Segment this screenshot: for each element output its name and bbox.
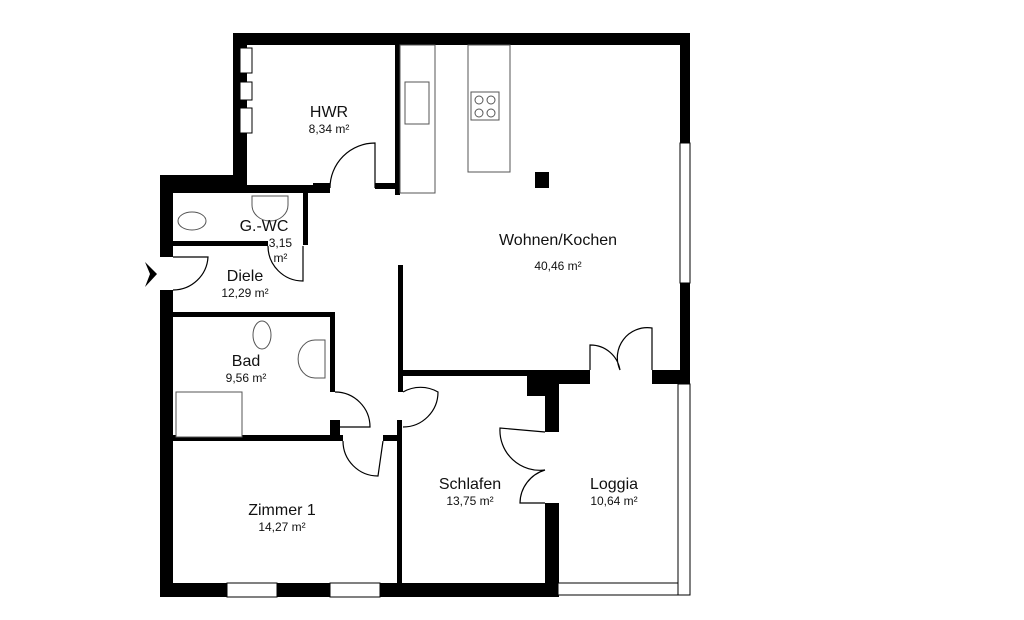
room-zimmer-1: Zimmer 1 14,27 m² [248,502,316,535]
wall-bad-stub [330,420,340,440]
windows [226,47,691,598]
wall-hwr-stub [375,183,400,189]
door-schlafen [402,386,439,428]
room-area: 40,46 m² [534,259,582,273]
room-area: 9,56 m² [225,371,267,385]
room-area: 8,34 m² [308,122,350,136]
wall-left-upper [160,175,173,257]
room-name: Schlafen [438,476,502,493]
window-zimmer-2 [329,582,381,598]
room-area: 14,27 m² [258,520,306,534]
room-name: HWR [309,104,349,121]
door-wc [267,245,304,282]
room-wohnen-kochen: Wohnen/Kochen 40,46 m² [499,232,617,274]
stove-icon [470,91,500,121]
window-hwr-2 [239,81,253,101]
door-hwr [329,142,376,189]
room-area: 3,15 m² [268,236,293,265]
wall-loggia-left-l [545,503,559,597]
shower-icon [175,391,243,438]
room-gwc: G.-WC 3,15 m² [239,218,293,266]
room-name: Zimmer 1 [248,502,316,519]
wall-zimmer-stub [383,435,398,441]
wall-loggia-left-u [545,370,559,432]
room-diele: Diele 12,29 m² [221,268,268,301]
room-name: Wohnen/Kochen [498,232,618,249]
room-bad: Bad 9,56 m² [226,353,267,386]
wall-schlafen-left [397,420,402,585]
room-area: 13,75 m² [446,494,494,508]
column [535,172,549,188]
wall-wc-bottom [173,241,268,246]
washbasin-icon-bad [297,339,326,379]
wall-step [160,175,247,188]
door-bad [334,391,371,428]
door-loggia-schlafen [499,427,546,504]
fixtures [175,44,511,438]
toilet-icon-wc [177,211,207,231]
door-wohnen-loggia [589,327,653,371]
toilet-icon-bad [252,320,272,350]
doors [172,142,653,504]
window-zimmer-1 [226,582,278,598]
wall-loggia-stub [527,370,545,396]
window-right [679,142,691,284]
wall-left-lower [160,290,173,597]
wall-top [233,33,690,45]
wall-wohnen-left [398,265,403,392]
loggia-rail-bottom [557,582,691,596]
door-entrance [172,256,209,291]
wall-right-upper [680,33,690,143]
window-hwr-1 [239,47,253,74]
wall-wc-right [303,188,308,245]
wall-right-mid [680,283,690,385]
room-name: G.-WC [239,218,289,235]
entrance-arrow-icon [145,262,157,287]
wall-hwr-right [395,45,400,195]
loggia-rail-right [677,383,691,596]
room-area: 12,29 m² [221,286,269,300]
wall-bad-bottom [173,435,343,441]
room-schlafen: Schlafen 13,75 m² [439,476,501,509]
wall-hwr-bottom [173,185,313,193]
room-hwr: HWR 8,34 m² [309,104,350,137]
room-name: Loggia [589,476,639,493]
room-area: 10,64 m² [590,494,638,508]
wall-wohnen-bottom [398,370,590,376]
washbasin-icon-wc [251,195,289,222]
door-zimmer [342,440,384,477]
window-hwr-3 [239,107,253,134]
wall-hwr-bottom-b [313,183,330,193]
room-loggia: Loggia 10,64 m² [590,476,638,509]
wall-bad-right [330,312,335,392]
wall-bad-top [173,312,335,317]
room-name: Diele [226,268,264,285]
room-name: Bad [231,353,261,370]
sink-icon [404,81,430,125]
wall-loggia-top-r [652,370,690,384]
